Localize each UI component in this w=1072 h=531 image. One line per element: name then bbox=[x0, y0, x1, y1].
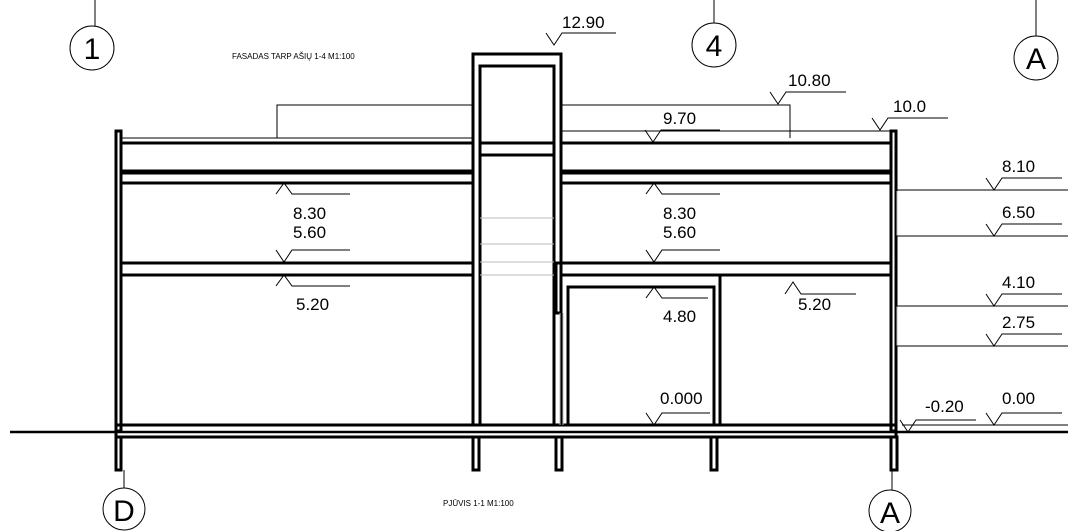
elev-10-0: 10.0 bbox=[871, 97, 948, 131]
svg-text:5.60: 5.60 bbox=[293, 223, 326, 242]
elev-right-5-20: 5.20 bbox=[784, 281, 856, 314]
elev-4-10: 4.10 bbox=[896, 273, 1068, 307]
elev-0-00-right: 0.00 bbox=[985, 389, 1062, 426]
building-section bbox=[114, 52, 899, 472]
svg-text:5.20: 5.20 bbox=[296, 295, 329, 314]
elev-mid-0-000: 0.000 bbox=[645, 389, 710, 426]
axis-marker-a-top: A bbox=[1013, 0, 1059, 81]
elev-left-5-20: 5.20 bbox=[275, 274, 350, 314]
axis-marker-a-bottom: A bbox=[868, 470, 912, 531]
axis-marker-4: 4 bbox=[691, 0, 737, 68]
elev-left-5-60: 5.60 bbox=[275, 223, 350, 263]
elev-2-75: 2.75 bbox=[896, 313, 1068, 347]
svg-text:8.30: 8.30 bbox=[663, 204, 696, 223]
axis-marker-d: D bbox=[102, 470, 146, 531]
svg-text:10.0: 10.0 bbox=[893, 97, 926, 116]
section-title: PJŪVIS 1-1 M1:100 bbox=[443, 499, 514, 508]
svg-text:6.50: 6.50 bbox=[1002, 203, 1035, 222]
elev-mid-5-60: 5.60 bbox=[645, 223, 720, 263]
svg-text:0.00: 0.00 bbox=[1002, 389, 1035, 408]
svg-text:12.90: 12.90 bbox=[562, 13, 605, 32]
svg-text:5.60: 5.60 bbox=[663, 223, 696, 242]
svg-text:4.80: 4.80 bbox=[663, 307, 696, 326]
elev-mid-4-80: 4.80 bbox=[645, 286, 708, 326]
svg-text:0.000: 0.000 bbox=[660, 389, 703, 408]
svg-text:A: A bbox=[880, 497, 900, 530]
svg-text:2.75: 2.75 bbox=[1002, 313, 1035, 332]
svg-text:8.30: 8.30 bbox=[293, 204, 326, 223]
elev-mid-8-30: 8.30 bbox=[645, 182, 720, 223]
svg-text:4.10: 4.10 bbox=[1002, 273, 1035, 292]
svg-text:8.10: 8.10 bbox=[1002, 157, 1035, 176]
svg-text:10.80: 10.80 bbox=[788, 71, 831, 90]
axis-marker-1: 1 bbox=[69, 0, 115, 71]
roof-leaders bbox=[120, 104, 891, 139]
elev-minus-0-20: -0.20 bbox=[899, 397, 976, 433]
svg-text:1: 1 bbox=[84, 33, 101, 66]
elev-8-10: 8.10 bbox=[896, 157, 1068, 191]
facade-title: FASADAS TARP AŠIŲ 1-4 M1:100 bbox=[232, 52, 355, 61]
svg-text:D: D bbox=[113, 495, 135, 528]
svg-text:A: A bbox=[1026, 43, 1046, 76]
svg-text:-0.20: -0.20 bbox=[925, 397, 964, 416]
svg-text:4: 4 bbox=[706, 30, 723, 63]
elev-left-8-30: 8.30 bbox=[275, 182, 350, 223]
svg-text:9.70: 9.70 bbox=[663, 109, 696, 128]
elev-9-70: 9.70 bbox=[644, 109, 720, 143]
elev-12-90: 12.90 bbox=[545, 13, 616, 46]
svg-text:5.20: 5.20 bbox=[798, 295, 831, 314]
elev-10-80: 10.80 bbox=[769, 71, 846, 105]
elev-6-50: 6.50 bbox=[896, 203, 1068, 237]
